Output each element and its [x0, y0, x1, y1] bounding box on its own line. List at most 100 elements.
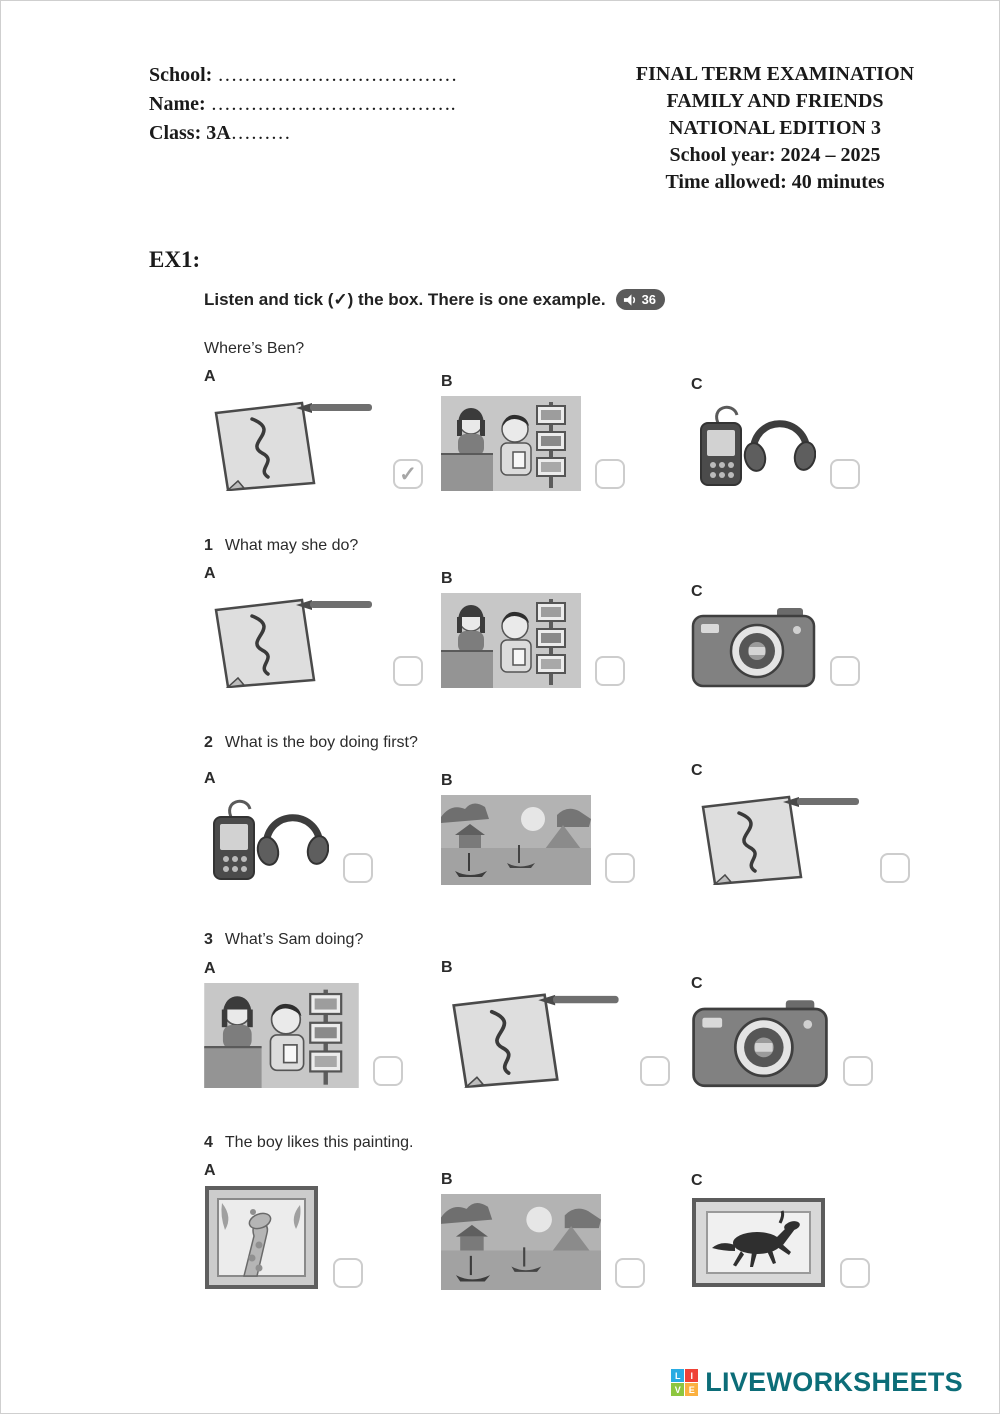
option-letter: C — [691, 762, 703, 779]
exam-title-line: FINAL TERM EXAMINATION — [635, 63, 915, 85]
option-a: A — [204, 770, 441, 885]
answer-checkbox[interactable] — [595, 459, 625, 489]
audio-track-number: 36 — [641, 292, 657, 307]
option-letter: A — [204, 770, 216, 787]
answer-checkbox[interactable] — [615, 1258, 645, 1288]
option-letter: A — [204, 1162, 216, 1179]
school-label: School: — [149, 64, 213, 86]
answer-checkbox[interactable] — [595, 656, 625, 686]
answer-checkbox[interactable] — [840, 1258, 870, 1288]
name-blank: ………………………………. — [205, 93, 456, 115]
option-letter: C — [691, 1172, 703, 1189]
liveworksheets-footer: L I V E LIVEWORKSHEETS — [671, 1367, 963, 1398]
question-text: What may she do? — [224, 537, 359, 554]
option-c: C — [691, 376, 951, 491]
option-letter: B — [441, 772, 453, 789]
exercise-body: Listen and tick (✓) the box. There is on… — [204, 289, 951, 1290]
shop-scene-image — [441, 593, 581, 688]
question-4: 4 The boy likes this painting. A B — [204, 1134, 951, 1290]
tick-mark: ✓ — [399, 462, 417, 486]
name-label: Name: — [149, 93, 206, 115]
sketchpad-image — [441, 982, 626, 1088]
music-player-image — [691, 399, 816, 491]
option-letter: C — [691, 975, 703, 992]
instruction-text: Listen and tick (✓) the box. There is on… — [204, 289, 606, 309]
option-c: C — [691, 975, 951, 1088]
option-letter: A — [204, 368, 216, 385]
liveworksheets-logo-icon: L I V E — [671, 1369, 699, 1396]
option-letter: B — [441, 959, 453, 976]
option-b: B — [441, 373, 691, 491]
shop-scene-image — [204, 983, 359, 1088]
camera-image — [691, 998, 829, 1088]
question-2: 2 What is the boy doing first? A B — [204, 734, 951, 885]
exam-title-block: FINAL TERM EXAMINATION FAMILY AND FRIEND… — [589, 61, 961, 196]
option-letter: B — [441, 570, 453, 587]
option-b: B — [441, 959, 691, 1088]
option-letter: C — [691, 376, 703, 393]
instruction-line: Listen and tick (✓) the box. There is on… — [204, 289, 951, 310]
question-number: 1 — [204, 537, 213, 554]
camera-image — [691, 606, 816, 688]
question-text: What is the boy doing first? — [224, 734, 418, 751]
question-text: What’s Sam doing? — [224, 931, 364, 948]
option-c: C — [691, 1172, 951, 1290]
option-letter: C — [691, 583, 703, 600]
option-a: A — [204, 565, 441, 688]
option-a: A — [204, 960, 441, 1088]
exam-title-line: Time allowed: 40 minutes — [665, 171, 885, 193]
answer-checkbox[interactable] — [843, 1056, 873, 1086]
question-text: The boy likes this painting. — [224, 1134, 414, 1151]
option-a: A — [204, 1162, 441, 1290]
logo-square: L — [671, 1369, 685, 1382]
liveworksheets-wordmark: LIVEWORKSHEETS — [705, 1367, 963, 1397]
answer-checkbox[interactable] — [393, 656, 423, 686]
option-letter: A — [204, 565, 216, 582]
answer-checkbox[interactable] — [830, 656, 860, 686]
option-letter: A — [204, 960, 216, 977]
landscape-painting-image — [441, 1194, 601, 1290]
question-text: Where’s Ben? — [204, 340, 305, 357]
audio-play-button[interactable]: 36 — [615, 289, 666, 310]
question-number: 4 — [204, 1134, 213, 1151]
question-number: 3 — [204, 931, 213, 948]
option-c: C — [691, 583, 951, 688]
option-letter: B — [441, 1171, 453, 1188]
option-a: A ✓ — [204, 368, 441, 491]
logo-square: E — [685, 1383, 699, 1396]
class-label: Class: 3A — [149, 122, 231, 144]
option-c: C — [691, 762, 951, 885]
giraffe-painting-image — [204, 1185, 319, 1290]
logo-square: V — [671, 1383, 685, 1396]
school-blank: ……………………………… — [212, 64, 458, 86]
sketchpad-image — [204, 391, 379, 491]
name-line: Name: ………………………………. — [149, 90, 457, 119]
sketchpad-image — [691, 785, 866, 885]
question-example: Where’s Ben? A ✓ B — [204, 340, 951, 491]
class-line: Class: 3A……… — [149, 119, 457, 148]
exam-title-line: School year: 2024 – 2025 — [669, 144, 881, 166]
horse-painting-image — [691, 1195, 826, 1290]
exam-title-line: FAMILY AND FRIENDS — [666, 90, 884, 112]
answer-checkbox[interactable] — [880, 853, 910, 883]
answer-checkbox[interactable] — [333, 1258, 363, 1288]
answer-checkbox[interactable] — [605, 853, 635, 883]
answer-checkbox[interactable] — [640, 1056, 670, 1086]
answer-checkbox[interactable] — [343, 853, 373, 883]
answer-checkbox[interactable]: ✓ — [393, 459, 423, 489]
answer-checkbox[interactable] — [373, 1056, 403, 1086]
student-info-block: School: ……………………………… Name: ……………………………….… — [149, 61, 457, 148]
option-b: B — [441, 772, 691, 885]
school-line: School: ……………………………… — [149, 61, 457, 90]
option-b: B — [441, 570, 691, 688]
class-blank: ……… — [230, 122, 291, 144]
question-number: 2 — [204, 734, 213, 751]
exercise-heading: EX1: — [149, 247, 201, 272]
option-letter: B — [441, 373, 453, 390]
shop-scene-image — [441, 396, 581, 491]
answer-checkbox[interactable] — [830, 459, 860, 489]
sketchpad-image — [204, 588, 379, 688]
option-b: B — [441, 1171, 691, 1290]
question-3: 3 What’s Sam doing? A B — [204, 931, 951, 1088]
